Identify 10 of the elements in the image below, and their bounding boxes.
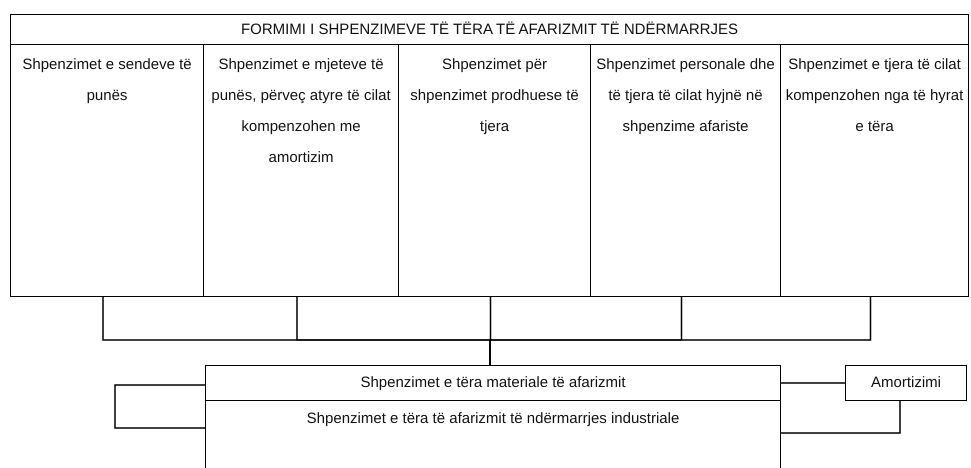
title-cell: FORMIMI I SHPENZIMEVE TË TËRA TË AFARIZMIT TË NDËRMARRJES: [10, 14, 969, 45]
process-box: Amortizimi: [845, 365, 967, 401]
connector-line: [114, 384, 205, 429]
process-box: Shpenzimet e tëra të afarizmit të ndërmarrjes industriale: [205, 400, 781, 468]
column-cell: Shpenzimet e sendeve të punës: [10, 44, 204, 297]
connector-line: [781, 382, 845, 384]
process-box: Shpenzimet e tëra materiale të afarizmit: [205, 365, 781, 401]
connector-line: [781, 401, 901, 434]
column-cell: Shpenzimet e tjera të cilat kompenzohen nga të hyrat e tëra: [780, 44, 969, 297]
connector-line: [489, 297, 872, 365]
